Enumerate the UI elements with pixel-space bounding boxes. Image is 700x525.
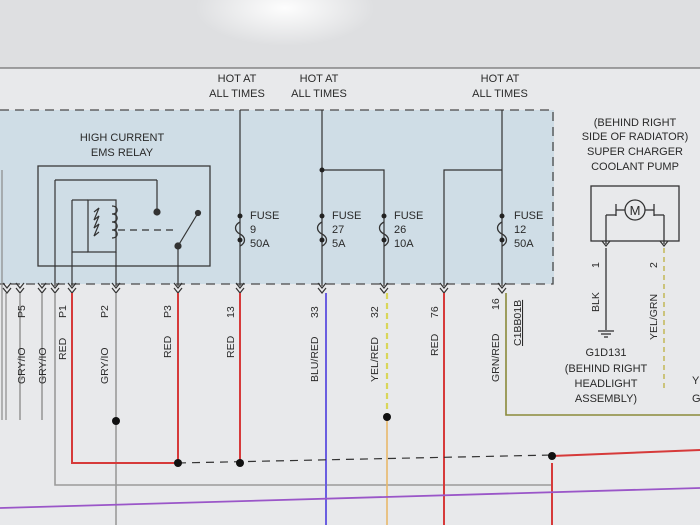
- wire-label-red-13: RED: [225, 335, 237, 358]
- relay-box: [37, 165, 211, 267]
- pin-13: 13: [225, 306, 237, 318]
- fuse-26-label: FUSE: [394, 210, 423, 222]
- ground-icon: [598, 330, 614, 338]
- relay-label-line1: HIGH CURRENT: [80, 132, 165, 144]
- fuse-27-number: 27: [332, 224, 344, 236]
- fuse-9-label: FUSE: [250, 210, 279, 222]
- fuse-27-rating: 5A: [332, 238, 346, 250]
- relay-switch: [153, 208, 202, 286]
- fuse-27-label: FUSE: [332, 210, 361, 222]
- pin-p2: P2: [99, 305, 111, 318]
- wire-label-grn-red: GRN/RED: [490, 333, 502, 382]
- relay-coil: [54, 179, 178, 286]
- pin-p5: P5: [16, 305, 28, 318]
- edge-letter-y: Y: [692, 375, 700, 387]
- fuse-dots: [237, 167, 505, 243]
- connector-id: C1BB01B: [512, 300, 524, 346]
- wire-label-red-p3: RED: [162, 335, 174, 358]
- ground-label-line1: (BEHIND RIGHT: [565, 363, 648, 375]
- pin-76: 76: [429, 306, 441, 318]
- hot-label-1-line1: HOT AT: [218, 73, 257, 85]
- pin-33: 33: [309, 306, 321, 318]
- fuse-26-number: 26: [394, 224, 406, 236]
- wire-label-gry-io-3: GRY/IO: [99, 347, 111, 384]
- fuse-feeds: [239, 110, 503, 286]
- pin-labels: P5 P1 P2 P3 13 33 32 76 16: [16, 298, 502, 318]
- hot-label-3-line1: HOT AT: [481, 73, 520, 85]
- screen-glare: [195, 0, 375, 46]
- pump-chevrons: [601, 240, 669, 247]
- fuse-9-number: 9: [250, 224, 256, 236]
- fuse-12-rating: 50A: [514, 238, 534, 250]
- splice-dots: [112, 413, 556, 467]
- pump-box: [590, 185, 680, 242]
- pin-32: 32: [369, 306, 381, 318]
- wire-left-edge: [1, 170, 7, 420]
- wire-label-gry-io-2: GRY/IO: [37, 347, 49, 384]
- module-panel-border: [0, 109, 554, 285]
- wire-label-red-76: RED: [429, 333, 441, 356]
- fuse-12-label: FUSE: [514, 210, 543, 222]
- fuse-12-number: 12: [514, 224, 526, 236]
- pump-wire-yel-grn: YEL/GRN: [648, 294, 660, 340]
- pump-label-line3: SUPER CHARGER: [587, 146, 683, 158]
- wire-label-yel-red: YEL/RED: [369, 337, 381, 382]
- wire-green-red: [505, 293, 700, 416]
- hot-label-3-line2: ALL TIMES: [472, 88, 528, 100]
- pump-label-line4: COOLANT PUMP: [591, 161, 679, 173]
- pump-label-line1: (BEHIND RIGHT: [594, 117, 677, 129]
- fuse-symbols: [234, 221, 508, 247]
- motor-letter: M: [630, 203, 641, 218]
- edge-letter-g: G: [692, 393, 700, 405]
- pin-p1: P1: [57, 305, 69, 318]
- module-panel: [0, 110, 554, 284]
- relay-label-line2: EMS RELAY: [91, 147, 154, 159]
- hot-label-2-line1: HOT AT: [300, 73, 339, 85]
- wire-label-gry-io-1: GRY/IO: [16, 347, 28, 384]
- wire-label-red-p1: RED: [57, 337, 69, 360]
- fuse-26-rating: 10A: [394, 238, 414, 250]
- pump-label-line2: SIDE OF RADIATOR): [582, 131, 689, 143]
- wire-red: [71, 293, 700, 525]
- motor-icon: [605, 199, 665, 244]
- wire-label-blu-red: BLU/RED: [309, 336, 321, 382]
- hot-label-2-line2: ALL TIMES: [291, 88, 347, 100]
- pump-pin-2: 2: [648, 262, 660, 268]
- ground-id: G1D131: [586, 347, 627, 359]
- hot-label-1-line2: ALL TIMES: [209, 88, 265, 100]
- pump-wire-blk: BLK: [590, 292, 602, 312]
- wire-color-labels: GRY/IO GRY/IO RED GRY/IO RED RED BLU/RED…: [16, 300, 524, 384]
- pin-p3: P3: [162, 305, 174, 318]
- pin-16: 16: [490, 298, 502, 310]
- wire-purple: [0, 487, 700, 509]
- ground-label-line2: HEADLIGHT: [575, 378, 638, 390]
- fuse-9-rating: 50A: [250, 238, 270, 250]
- ground-label-line3: ASSEMBLY): [575, 393, 637, 405]
- pump-pin-1: 1: [590, 262, 602, 268]
